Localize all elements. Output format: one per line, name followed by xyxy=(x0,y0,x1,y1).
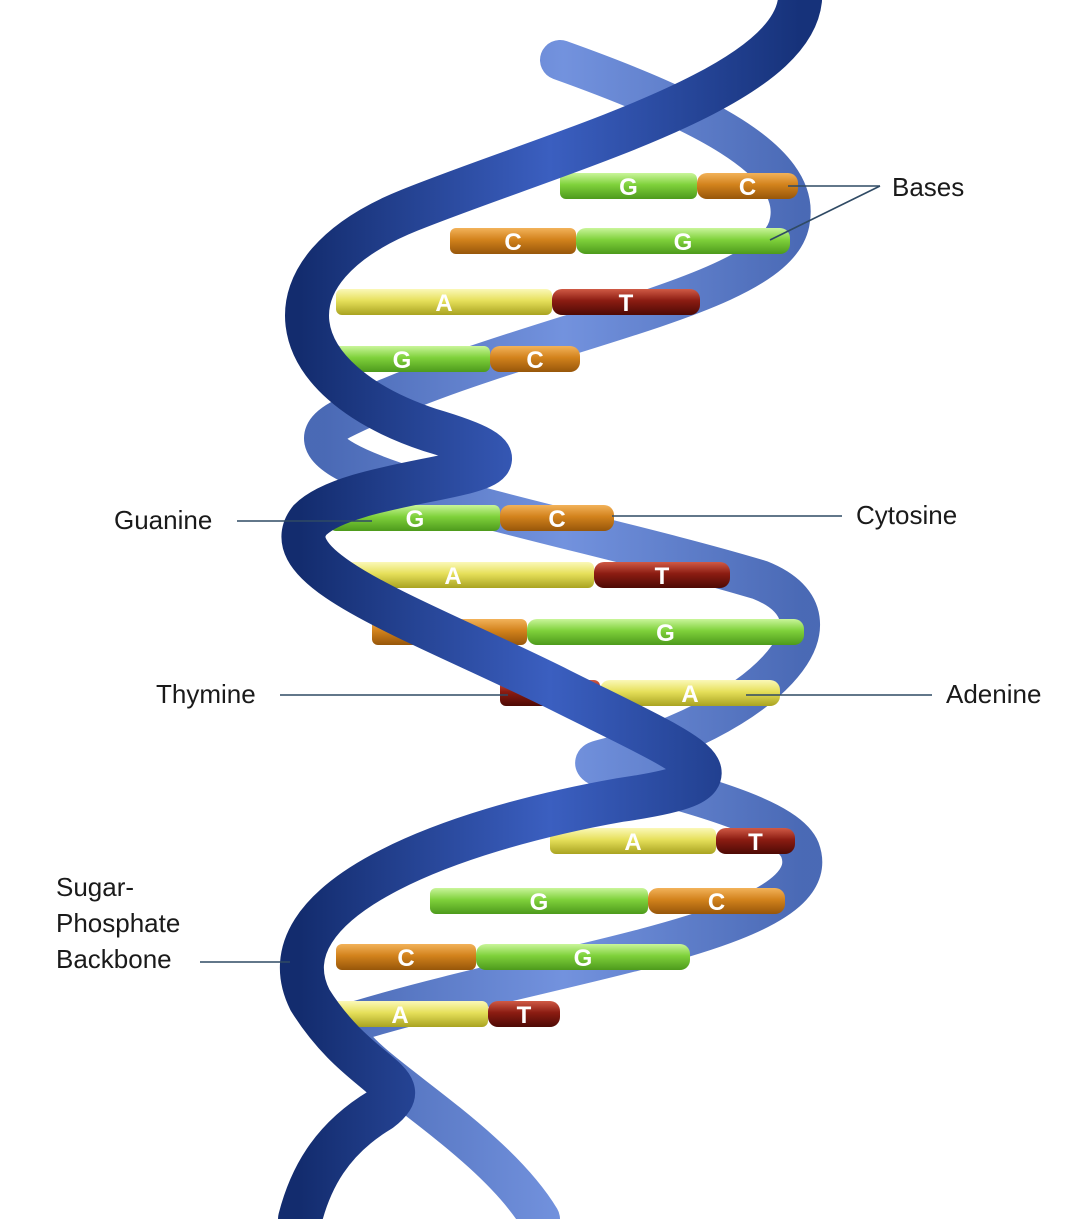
guanine-base-letter: G xyxy=(619,174,638,201)
guanine-base-letter: G xyxy=(574,945,593,972)
adenine-base-bar xyxy=(600,680,780,706)
guanine-base-bar xyxy=(560,173,697,199)
thymine-base-letter: T xyxy=(655,563,670,590)
guanine-base-bar xyxy=(576,228,790,254)
guanine-base-letter: G xyxy=(393,347,412,374)
guanine-base-bar xyxy=(314,346,490,372)
cytosine-base-bar xyxy=(697,173,798,199)
cytosine-base-bar xyxy=(648,888,785,914)
guanine-base-bar xyxy=(527,619,804,645)
cytosine-base-letter: C xyxy=(504,229,521,256)
backbone-label-line-2: Phosphate xyxy=(56,908,180,938)
thymine-base-letter: T xyxy=(619,290,634,317)
adenine-label: Adenine xyxy=(946,679,1041,709)
thymine-base-letter: T xyxy=(748,829,763,856)
guanine-base-letter: G xyxy=(674,229,693,256)
thymine-label: Thymine xyxy=(156,679,256,709)
thymine-base-bar xyxy=(552,289,700,315)
guanine-base-letter: G xyxy=(656,620,675,647)
cytosine-base-bar xyxy=(336,944,476,970)
leader-lines xyxy=(200,185,932,963)
thymine-base-bar xyxy=(716,828,795,854)
guanine-base-bar xyxy=(430,888,648,914)
adenine-base-bar xyxy=(336,289,552,315)
cytosine-base-letter: C xyxy=(397,945,414,972)
cytosine-base-bar xyxy=(450,228,576,254)
guanine-base-letter: G xyxy=(530,889,549,916)
adenine-base-letter: A xyxy=(681,681,698,708)
thymine-base-letter: T xyxy=(517,1002,532,1029)
cytosine-label: Cytosine xyxy=(856,500,957,530)
cytosine-base-letter: C xyxy=(739,174,756,201)
adenine-base-letter: A xyxy=(444,563,461,590)
thymine-base-bar xyxy=(488,1001,560,1027)
cytosine-base-bar xyxy=(490,346,580,372)
adenine-base-letter: A xyxy=(391,1002,408,1029)
thymine-base-bar xyxy=(594,562,730,588)
cytosine-base-bar xyxy=(500,505,614,531)
backbone-label-line-3: Backbone xyxy=(56,944,172,974)
bases-label: Bases xyxy=(892,172,964,202)
adenine-base-letter: A xyxy=(435,290,452,317)
adenine-base-bar xyxy=(550,828,716,854)
cytosine-base-letter: C xyxy=(708,889,725,916)
cytosine-base-letter: C xyxy=(526,347,543,374)
guanine-base-bar xyxy=(476,944,690,970)
guanine-label: Guanine xyxy=(114,505,212,535)
adenine-base-letter: A xyxy=(624,829,641,856)
cytosine-base-letter: C xyxy=(548,506,565,533)
adenine-base-bar xyxy=(312,1001,488,1027)
labels: Bases Guanine Cytosine Thymine Adenine S… xyxy=(56,172,1041,974)
bases-leader-line-2 xyxy=(769,185,881,241)
backbone-front-strand xyxy=(278,0,822,1219)
backbone-label-line-1: Sugar- xyxy=(56,872,134,902)
guanine-base-letter: G xyxy=(406,506,425,533)
